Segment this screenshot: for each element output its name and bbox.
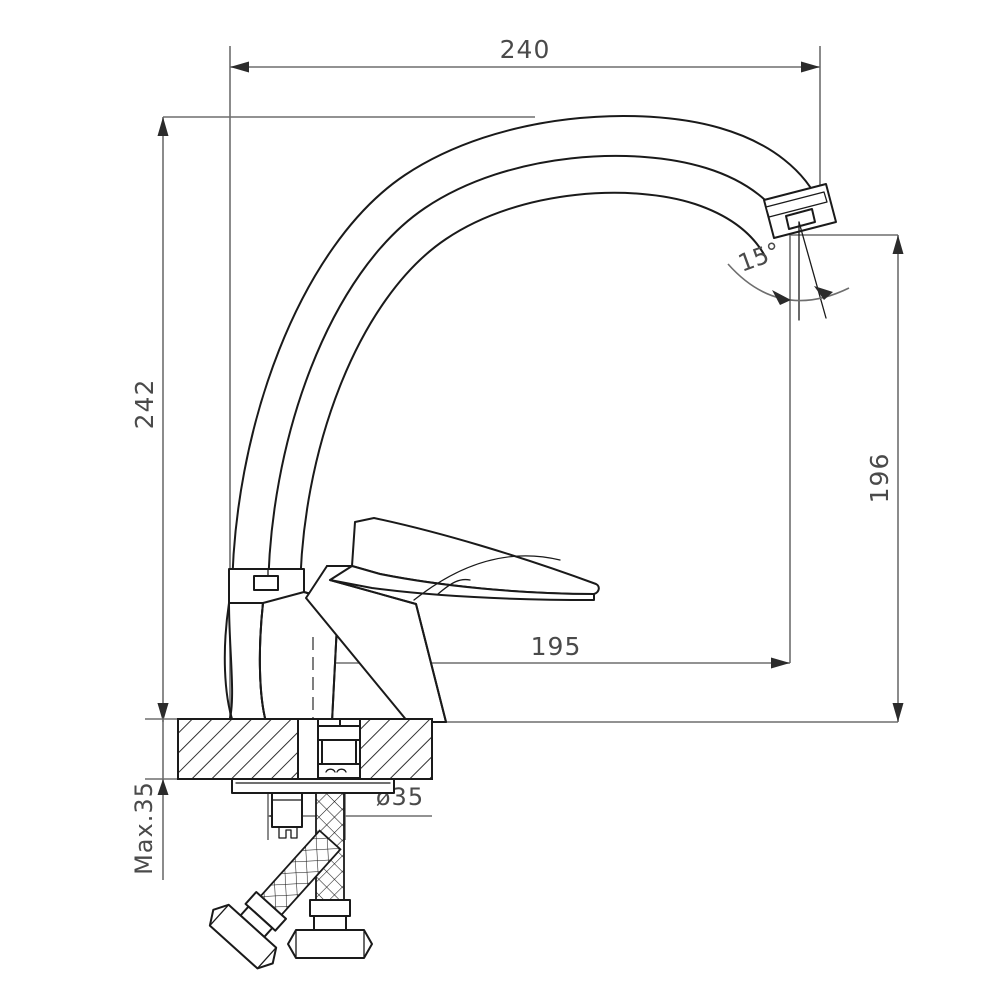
dimension-label-240: 240 (500, 35, 551, 64)
spout-aerator-outlet (763, 183, 837, 239)
dimension-label-242: 242 (130, 379, 159, 430)
dimension-label-max35: Max.35 (130, 781, 158, 875)
dimension-label-195: 195 (531, 632, 582, 661)
dimension-spout-height: 196 (432, 234, 904, 723)
dimension-overall-height: 242 (130, 116, 535, 722)
faucet-body (223, 591, 339, 723)
faucet-spout (231, 115, 821, 601)
countertop-section (177, 718, 433, 780)
supply-hoses (208, 792, 373, 970)
dimension-label-196: 196 (865, 453, 894, 504)
dimension-counter-thickness: Max.35 (130, 703, 182, 880)
lever-handle (305, 517, 600, 723)
mounting-hardware (231, 718, 395, 839)
